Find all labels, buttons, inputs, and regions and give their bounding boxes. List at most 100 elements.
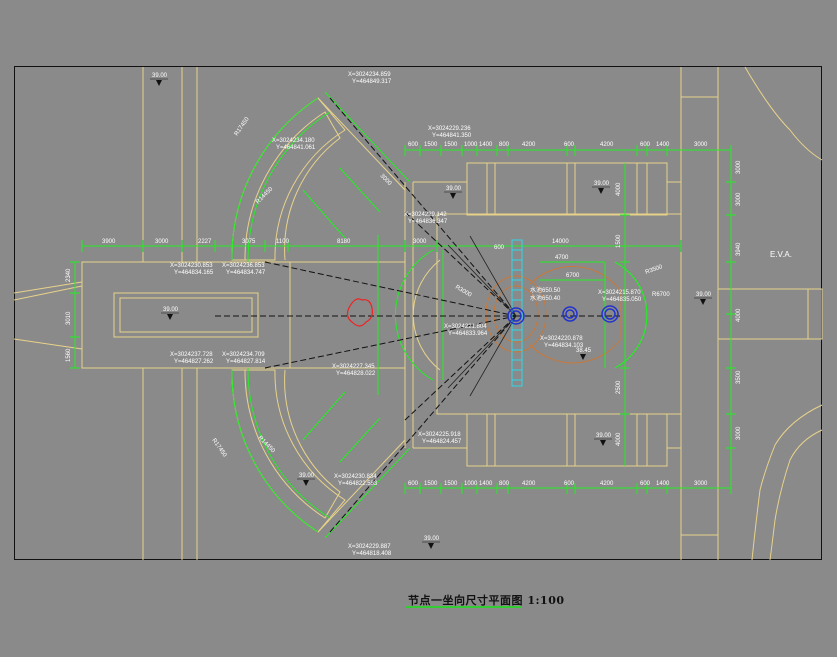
- dim-label: 1000: [464, 142, 478, 148]
- dim-label: 4200: [600, 142, 614, 148]
- axis-dimension-text: 3900 3000 2227 3075 1100 8180 3000 600 1…: [102, 239, 569, 251]
- coord-y: Y=464834.103: [544, 343, 584, 349]
- coord-y: Y=464818.408: [352, 551, 392, 557]
- title-underline: [406, 606, 522, 608]
- drawing-title: 节点一坐向尺寸平面图 1:100: [408, 594, 565, 607]
- pool-label: 水池650.50: [530, 286, 561, 294]
- dim-label: 600: [494, 245, 505, 251]
- dim-label: 8180: [337, 239, 351, 245]
- dim-label: 1560: [66, 348, 72, 362]
- coord-x: X=3024229.236: [428, 126, 471, 132]
- upper-wing-inner: [244, 111, 341, 261]
- level-marker-icon: [156, 80, 162, 86]
- dim-label: 3000: [736, 192, 742, 206]
- level-marker-icon: [598, 188, 604, 194]
- coord-y: Y=464834.165: [174, 270, 214, 276]
- level-marker-icon: [303, 480, 309, 486]
- curve-road: [751, 404, 823, 561]
- fan-lines: [447, 235, 517, 397]
- dim-label: 1400: [656, 481, 670, 487]
- coord-y: Y=464828.022: [336, 371, 376, 377]
- dim-label: 3000: [694, 142, 708, 148]
- coord-x: X=3024237.728: [170, 352, 213, 358]
- coord-x: X=3024234.859: [348, 72, 391, 78]
- dim-label: 3000: [694, 481, 708, 487]
- dim-label: 1400: [656, 142, 670, 148]
- left-plaza: [81, 261, 291, 369]
- radius-label: R17450: [234, 116, 251, 137]
- dim-label: 1500: [616, 234, 622, 248]
- dim-label: 600: [640, 142, 651, 148]
- dim-label: 4200: [522, 142, 536, 148]
- coord-x: X=3024227.345: [332, 364, 375, 370]
- dim-label: 4700: [555, 255, 569, 261]
- dim-label: 3075: [242, 239, 256, 245]
- dim-label: 3500: [736, 370, 742, 384]
- dim-label: 3000: [736, 426, 742, 440]
- dim-label: 4200: [600, 481, 614, 487]
- nozzle-right: [601, 305, 619, 323]
- dim-label: 4200: [522, 481, 536, 487]
- radius-arc: [231, 369, 319, 533]
- coord-y: Y=464827.814: [226, 359, 266, 365]
- level-label: 39.00: [446, 186, 462, 192]
- coord-x: X=3024236.853: [222, 263, 265, 269]
- dim-label: 1000: [464, 481, 478, 487]
- level-marker-icon: [167, 314, 173, 320]
- dim-label: 1400: [479, 142, 493, 148]
- eva-label: E.V.A.: [770, 250, 792, 259]
- level-markers: [156, 80, 706, 549]
- sculpture-outline: [346, 298, 373, 327]
- radius-arc: [231, 97, 319, 261]
- coord-y: Y=464833.964: [448, 331, 488, 337]
- level-label: 39.00: [594, 181, 610, 187]
- level-label: 39.00: [163, 307, 179, 313]
- coord-x: X=3024230.853: [170, 263, 213, 269]
- level-marker-icon: [428, 543, 434, 549]
- coord-x: X=3024221.804: [444, 324, 487, 330]
- radius-label: R3000: [454, 285, 473, 299]
- dim-label: 4000: [736, 308, 742, 322]
- coord-x: X=3024225.918: [418, 432, 461, 438]
- radius-label: R17450: [210, 438, 227, 459]
- dim-label: 600: [640, 481, 651, 487]
- level-marker-icon: [600, 440, 606, 446]
- dim-label: 1500: [424, 481, 438, 487]
- coord-x: X=3024220.878: [540, 336, 583, 342]
- dim-label: 1500: [444, 142, 458, 148]
- coord-x: X=3024230.834: [334, 474, 377, 480]
- dim-label: 2227: [198, 239, 212, 245]
- fountain-ring: [485, 275, 547, 353]
- right-vertical-dims: 3000 3000 3940 4000 3500 3000: [736, 160, 742, 440]
- dim-label: 2340: [66, 268, 72, 282]
- dim-label: 1400: [479, 481, 493, 487]
- dim-label: 2500: [616, 380, 622, 394]
- coord-x: X=3024234.180: [272, 138, 315, 144]
- level-marker-icon: [450, 193, 456, 199]
- coord-y: Y=464827.262: [174, 359, 214, 365]
- coord-y: Y=464841.061: [276, 145, 316, 151]
- dim-label: 3000: [155, 239, 169, 245]
- pool-label: 水池650.40: [530, 294, 561, 302]
- level-label: 39.00: [424, 536, 440, 542]
- radius-label: R6700: [652, 292, 670, 298]
- level-label: 39.00: [152, 73, 168, 79]
- nozzle-main: [507, 307, 525, 325]
- fountain-nozzles: [507, 305, 619, 325]
- fountain-pool: [529, 266, 621, 364]
- entry-path: [13, 281, 83, 294]
- left-plaza-inner: [113, 292, 259, 338]
- dim-label: 1100: [276, 239, 290, 245]
- coord-x: X=3024229.887: [348, 544, 391, 550]
- dim-label: 3000: [413, 239, 427, 245]
- curve-road: [744, 66, 823, 161]
- top-dimension-text: 600 1500 1500 1000 1400 800 4200 600 420…: [408, 142, 708, 148]
- dim-label: 3940: [736, 242, 742, 256]
- dim-label: 600: [564, 481, 575, 487]
- dim-label: 3900: [102, 239, 116, 245]
- dim-label: 4000: [616, 182, 622, 196]
- nozzle-mid: [562, 306, 578, 322]
- coord-x: X=3024234.709: [222, 352, 265, 358]
- sightlines: [215, 97, 620, 533]
- coord-y: Y=464836.347: [408, 219, 448, 225]
